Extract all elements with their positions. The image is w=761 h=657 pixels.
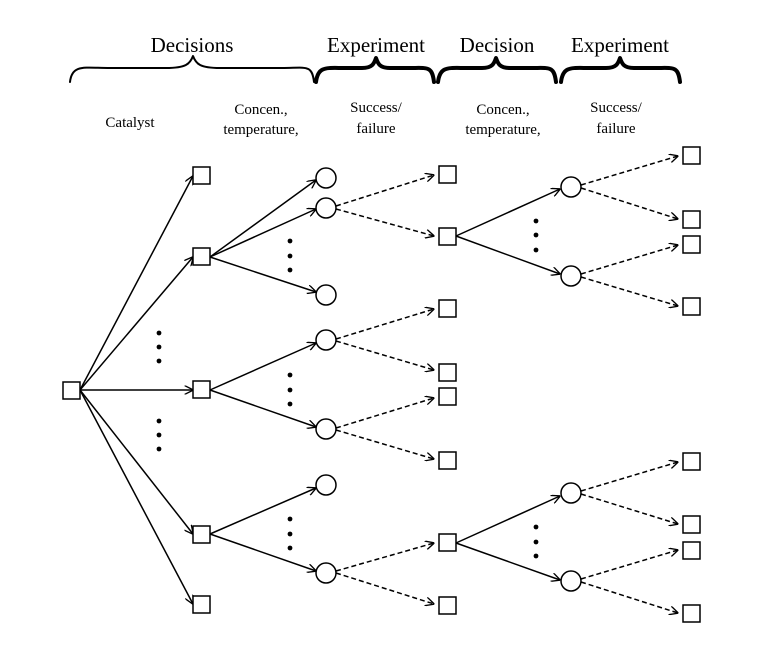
- chance-nodes: [315, 167, 582, 592]
- outcome-node-4: [438, 363, 457, 382]
- edge-lower-1: [455, 496, 560, 544]
- brace-decision: [436, 56, 558, 84]
- edge-b-1: [209, 180, 316, 258]
- chance-node-d2: [315, 562, 337, 584]
- header-experiment-1: Experiment: [327, 33, 425, 57]
- chance-node-b1: [315, 167, 337, 189]
- edge-root-a: [79, 176, 193, 391]
- decision-node-lower: [438, 533, 457, 552]
- ellipsis-b: [287, 238, 293, 273]
- edge-c-1: [209, 343, 316, 391]
- final-node-4: [682, 297, 701, 316]
- ellipsis-lower: [533, 524, 539, 559]
- edge-d-1: [209, 488, 316, 535]
- exp-edge-2: [335, 208, 434, 236]
- ellipsis-upper: [533, 218, 539, 253]
- outcome-node-1: [438, 165, 457, 184]
- final-node-3: [682, 235, 701, 254]
- chance-node-b3: [315, 284, 337, 306]
- chance-node-lower-1: [560, 482, 582, 504]
- label-concen-2-line1: Concen.,: [476, 102, 529, 118]
- catalyst-node-d: [192, 525, 211, 544]
- header-decision: Decision: [460, 33, 535, 57]
- exp2-edge-6: [580, 493, 678, 524]
- outcome-node-8: [438, 596, 457, 615]
- label-concen-2-line2: temperature,: [465, 122, 540, 138]
- ellipsis-dots: [156, 218, 539, 559]
- ellipsis-d: [287, 516, 293, 551]
- edge-upper-1: [455, 189, 560, 237]
- label-success-2-line2: failure: [596, 121, 635, 137]
- final-node-8: [682, 604, 701, 623]
- brace-experiment-1: [314, 56, 436, 84]
- chance-node-lower-2: [560, 570, 582, 592]
- final-node-7: [682, 541, 701, 560]
- label-success-1-line1: Success/: [350, 100, 402, 116]
- brace-experiment-2: [559, 56, 682, 84]
- edges-concentration-2: [455, 189, 560, 580]
- label-catalyst: Catalyst: [105, 115, 155, 131]
- label-concen-1-line2: temperature,: [223, 122, 298, 138]
- exp-edge-3: [335, 309, 434, 340]
- header-experiment-2: Experiment: [571, 33, 669, 57]
- chance-node-b2: [315, 197, 337, 219]
- exp-edge-7: [335, 543, 434, 572]
- catalyst-node-c: [192, 380, 211, 399]
- exp-edge-1: [335, 175, 434, 207]
- exp2-edge-5: [580, 462, 678, 492]
- header-decisions: Decisions: [151, 33, 234, 57]
- chance-node-c1: [315, 329, 337, 351]
- edges-concentration-1: [209, 180, 316, 571]
- ellipsis-catalyst-lower: [156, 418, 162, 452]
- edge-root-e: [79, 389, 193, 604]
- chance-node-d1: [315, 474, 337, 496]
- label-success-2-line1: Success/: [590, 100, 642, 116]
- ellipsis-catalyst-upper: [156, 330, 162, 364]
- chance-node-upper-2: [560, 265, 582, 287]
- edges-experiment-1: [335, 175, 434, 604]
- exp-edge-4: [335, 340, 434, 370]
- chance-node-c2: [315, 418, 337, 440]
- edge-lower-2: [455, 542, 560, 580]
- exp2-edge-7: [580, 550, 678, 580]
- final-node-6: [682, 515, 701, 534]
- catalyst-node-a: [192, 166, 211, 185]
- decision-node-upper: [438, 227, 457, 246]
- catalyst-node-b: [192, 247, 211, 266]
- catalyst-node-e: [192, 595, 211, 614]
- edges-catalyst: [79, 176, 193, 604]
- final-node-1: [682, 146, 701, 165]
- outcome-node-5: [438, 387, 457, 406]
- edge-upper-2: [455, 235, 560, 274]
- exp2-edge-2: [580, 187, 678, 219]
- label-concen-1-line1: Concen.,: [234, 102, 287, 118]
- exp-edge-5: [335, 398, 434, 429]
- final-node-5: [682, 452, 701, 471]
- edge-b-2: [209, 209, 316, 258]
- outcome-node-6: [438, 451, 457, 470]
- brace-decisions: [69, 55, 315, 83]
- root-decision-node: [62, 381, 81, 400]
- edge-root-b: [79, 257, 193, 391]
- final-node-2: [682, 210, 701, 229]
- exp2-edge-3: [580, 245, 678, 275]
- exp2-edge-1: [580, 156, 678, 186]
- exp2-edge-8: [580, 581, 678, 613]
- ellipsis-c: [287, 372, 293, 407]
- chance-node-upper-1: [560, 176, 582, 198]
- exp-edge-8: [335, 572, 434, 604]
- label-success-1-line2: failure: [356, 121, 395, 137]
- exp-edge-6: [335, 429, 434, 459]
- decision-nodes: [62, 146, 701, 623]
- outcome-node-3: [438, 299, 457, 318]
- edge-b-3: [209, 256, 316, 292]
- edge-c-2: [209, 389, 316, 427]
- edges-experiment-2: [580, 156, 678, 613]
- edge-root-d: [79, 389, 193, 534]
- edge-d-2: [209, 533, 316, 571]
- exp2-edge-4: [580, 276, 678, 306]
